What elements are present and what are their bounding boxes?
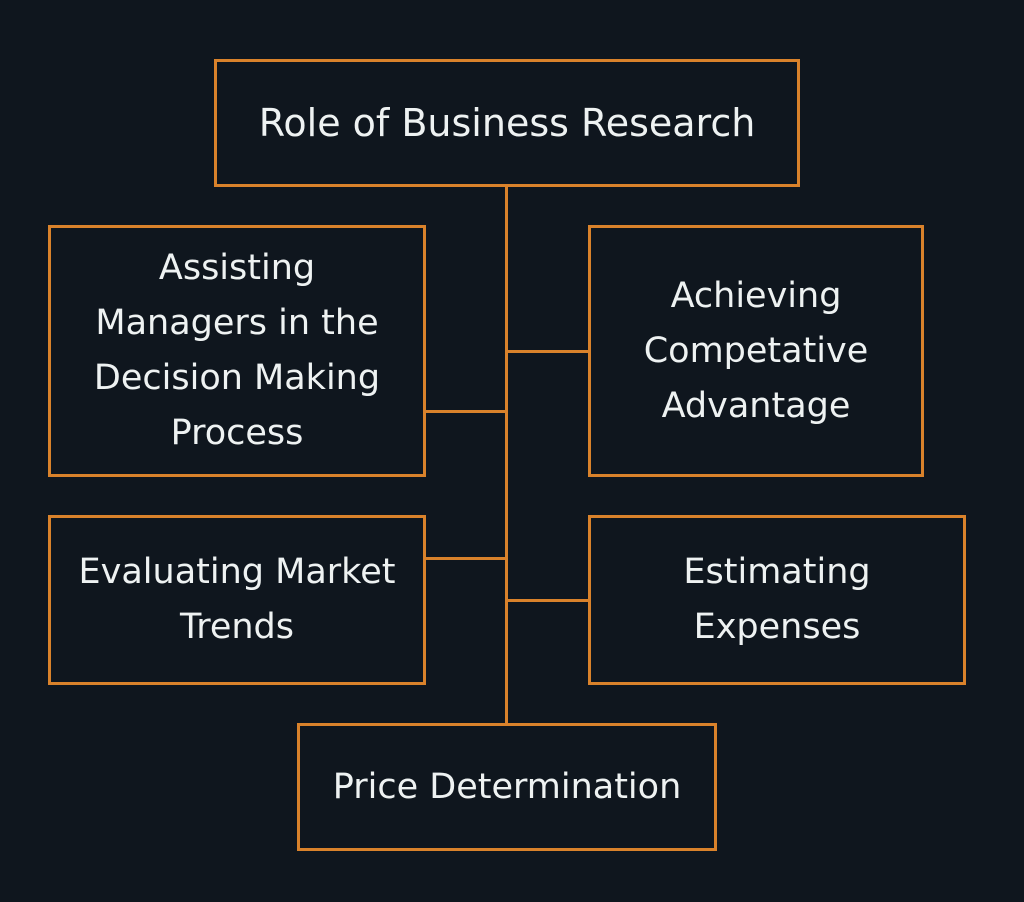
- node-assisting: Assisting Managers in the Decision Makin…: [48, 225, 426, 477]
- node-achieving: Achieving Competative Advantage: [588, 225, 924, 477]
- connector-evaluating: [424, 557, 508, 560]
- connector-assisting: [424, 410, 508, 413]
- node-estimating: Estimating Expenses: [588, 515, 966, 685]
- connector-estimating: [505, 599, 590, 602]
- connector-achieving: [505, 350, 590, 353]
- node-evaluating: Evaluating Market Trends: [48, 515, 426, 685]
- root-node: Role of Business Research: [214, 59, 800, 187]
- connector-trunk: [505, 185, 508, 725]
- node-price: Price Determination: [297, 723, 717, 851]
